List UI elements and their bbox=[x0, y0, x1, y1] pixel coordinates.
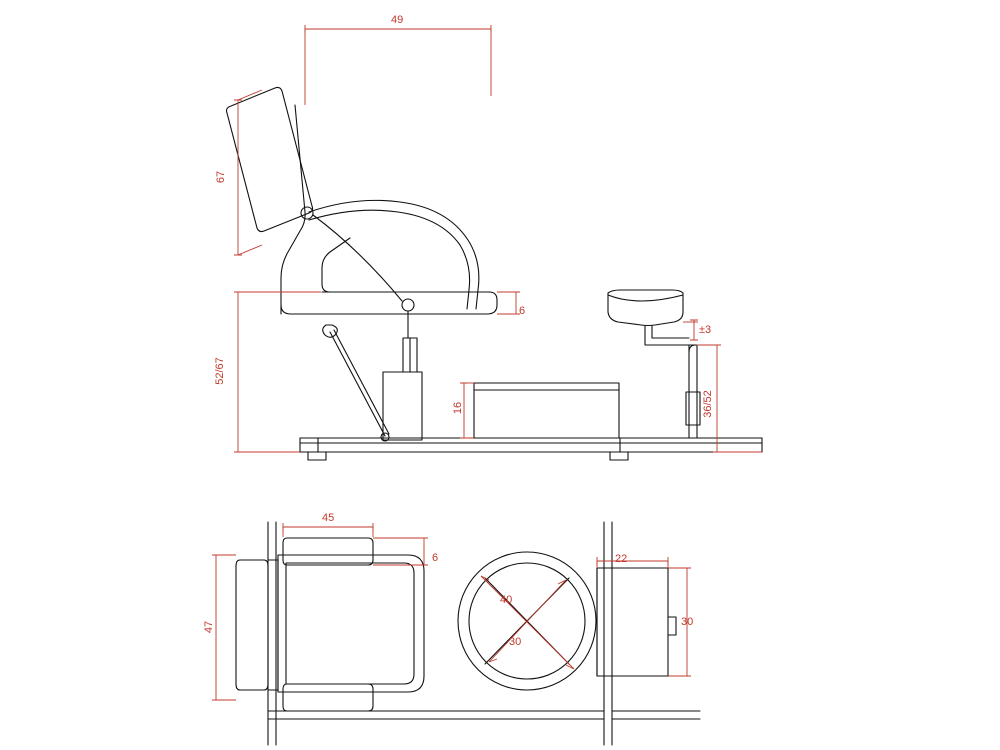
side-view-geometry bbox=[225, 86, 763, 461]
dim-wheel-inner-diameter: 30 bbox=[509, 636, 522, 648]
top-view-dimensions bbox=[212, 523, 691, 701]
dim-overall-width: 47 bbox=[203, 620, 216, 634]
dim-wheel-outer-diameter: 40 bbox=[500, 594, 513, 606]
dim-armrest-thickness: 6 bbox=[432, 552, 439, 564]
dim-seat-thickness: 6 bbox=[519, 305, 526, 317]
dim-footrest-tolerance: ±3 bbox=[699, 324, 712, 336]
dim-overall-depth: 49 bbox=[391, 14, 404, 26]
dim-backrest-height: 67 bbox=[215, 170, 228, 184]
dim-seat-width: 45 bbox=[322, 512, 335, 524]
top-view-geometry bbox=[235, 521, 701, 746]
dim-seat-height-range: 52/67 bbox=[213, 357, 226, 385]
dim-console-width: 22 bbox=[615, 553, 628, 565]
side-view-dimensions bbox=[234, 25, 762, 453]
dim-base-box-height: 16 bbox=[452, 401, 465, 415]
dim-footrest-height-range: 36/52 bbox=[701, 390, 714, 418]
dim-console-depth: 30 bbox=[681, 616, 694, 628]
